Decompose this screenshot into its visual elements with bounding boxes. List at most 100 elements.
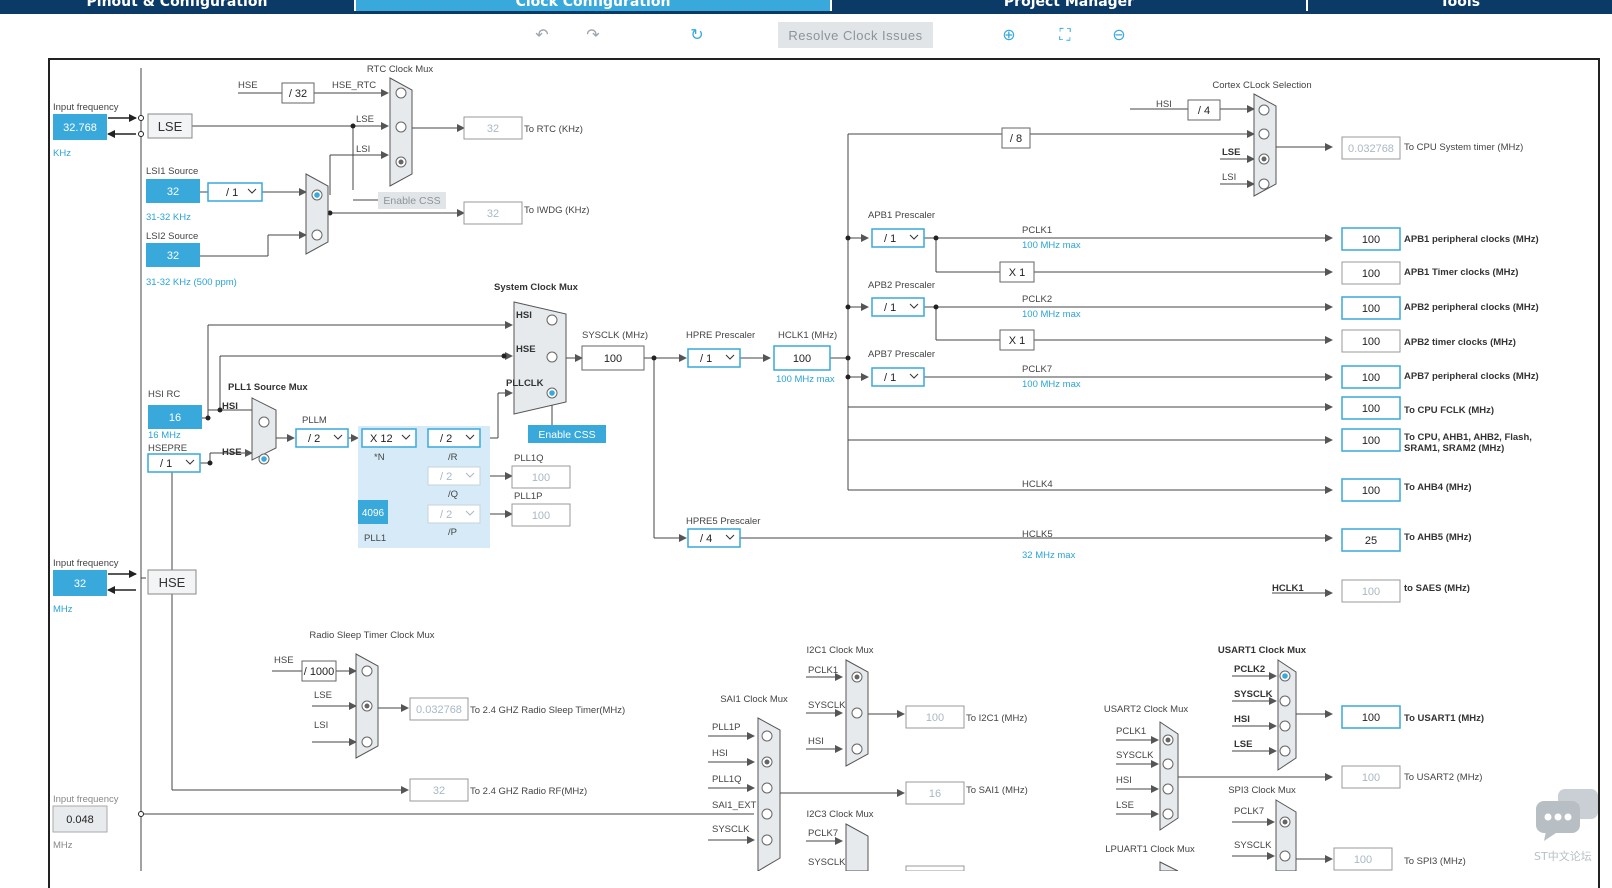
svg-text:/ 2: / 2	[308, 433, 320, 445]
cortex-clock-mux[interactable]	[1253, 93, 1277, 197]
svg-text:HSE: HSE	[274, 655, 294, 666]
chat-bubble-icon[interactable]	[1530, 785, 1602, 855]
input-blocks: 32.768 32 0.048 32 32 16 4096	[52, 114, 388, 833]
lpuart1-clock-mux[interactable]	[1159, 861, 1179, 871]
pll1-source-mux[interactable]	[251, 397, 277, 461]
svg-text:/P: /P	[448, 527, 457, 538]
svg-text:LSI: LSI	[1222, 172, 1236, 183]
svg-text:100 MHz max: 100 MHz max	[1022, 309, 1081, 320]
zoom-out-icon[interactable]: ⊖	[1112, 25, 1126, 44]
svg-text:SRAM1, SRAM2 (MHz): SRAM1, SRAM2 (MHz)	[1404, 443, 1504, 454]
svg-text:APB1 Timer clocks (MHz): APB1 Timer clocks (MHz)	[1404, 267, 1518, 278]
svg-text:MHz: MHz	[53, 604, 73, 615]
svg-text:LSI1 Source: LSI1 Source	[146, 166, 198, 177]
svg-text:SYSCLK (MHz): SYSCLK (MHz)	[582, 330, 648, 341]
lsi1-source-value[interactable]	[146, 179, 200, 203]
usart1-clock-mux[interactable]	[1277, 659, 1297, 771]
svg-text:PLLM: PLLM	[302, 415, 327, 426]
tab-tools[interactable]: Tools	[1439, 0, 1481, 10]
i2c3-clock-mux[interactable]	[845, 823, 869, 871]
sys-enable-css-button[interactable]	[528, 425, 606, 443]
svg-text:/ 8: / 8	[1010, 133, 1022, 145]
svg-text:100 MHz max: 100 MHz max	[1022, 379, 1081, 390]
prescaler-dropdowns[interactable]: / 1 / 1 / 2 X 12 / 2 / 2 / 2 / 1 / 4 / 1…	[147, 182, 925, 548]
svg-text:USART2 Clock Mux: USART2 Clock Mux	[1104, 704, 1189, 715]
svg-text:100: 100	[604, 353, 622, 365]
svg-text:To USART2 (MHz): To USART2 (MHz)	[1404, 772, 1482, 783]
refresh-icon[interactable]: ↻	[690, 25, 704, 44]
svg-text:To AHB4 (MHz): To AHB4 (MHz)	[1404, 482, 1472, 493]
lsi-source-mux[interactable]	[305, 173, 329, 255]
svg-text:100: 100	[1362, 303, 1380, 315]
svg-text:LSE: LSE	[158, 119, 183, 134]
oscillator-labels: LSE HSE	[147, 113, 197, 595]
svg-text:To USART1 (MHz): To USART1 (MHz)	[1404, 713, 1484, 724]
svg-text:PLL1P: PLL1P	[712, 722, 741, 733]
tab-clock-configuration[interactable]: Clock Configuration	[356, 0, 832, 11]
svg-text:32: 32	[167, 186, 179, 198]
undo-icon[interactable]: ↶	[535, 25, 549, 44]
svg-text:HSE: HSE	[222, 447, 242, 458]
pll1-fraction-value[interactable]	[358, 500, 388, 524]
svg-text:16 MHz: 16 MHz	[148, 430, 181, 441]
svg-text:100 MHz max: 100 MHz max	[1022, 240, 1081, 251]
svg-text:100: 100	[532, 472, 550, 484]
svg-text:32.768: 32.768	[63, 122, 97, 134]
svg-text:32: 32	[167, 250, 179, 262]
resolve-clock-issues-button[interactable]: Resolve Clock Issues	[778, 22, 933, 48]
hclk1-value[interactable]	[773, 345, 831, 371]
svg-text:APB2 Prescaler: APB2 Prescaler	[868, 280, 935, 291]
svg-text:HSI: HSI	[808, 736, 824, 747]
svg-text:HCLK4: HCLK4	[1022, 479, 1053, 490]
svg-text:HSI: HSI	[1116, 775, 1132, 786]
svg-text:/ 1: / 1	[226, 187, 238, 199]
lse-input-frequency[interactable]	[53, 114, 107, 140]
svg-text:Cortex CLock Selection: Cortex CLock Selection	[1212, 80, 1311, 91]
svg-text:to SAES (MHz): to SAES (MHz)	[1404, 583, 1470, 594]
svg-text:100: 100	[926, 712, 944, 724]
diagram-labels: Input frequency KHz Input frequency MHz …	[53, 64, 1539, 868]
system-clock-mux[interactable]	[513, 301, 567, 415]
svg-text:APB1 Prescaler: APB1 Prescaler	[868, 210, 935, 221]
svg-text:LSI: LSI	[356, 144, 370, 155]
svg-text:16: 16	[169, 412, 181, 424]
svg-text:HSI: HSI	[1156, 99, 1172, 110]
svg-text:/ 1: / 1	[884, 302, 896, 314]
svg-text:Input frequency: Input frequency	[53, 558, 119, 569]
hse-input-frequency[interactable]	[53, 570, 107, 596]
svg-text:To IWDG (KHz): To IWDG (KHz)	[524, 205, 589, 216]
usart2-clock-mux[interactable]	[1159, 721, 1179, 831]
tab-project-manager[interactable]: Project Manager	[832, 0, 1308, 11]
svg-text:100: 100	[1362, 234, 1380, 246]
ext-input-frequency[interactable]	[52, 805, 108, 833]
redo-icon[interactable]: ↷	[586, 25, 600, 44]
svg-text:I2C3 Clock Mux: I2C3 Clock Mux	[806, 809, 873, 820]
svg-text:APB2 peripheral clocks (MHz): APB2 peripheral clocks (MHz)	[1404, 302, 1539, 313]
tab-pinout[interactable]: Pinout & Configuration	[0, 0, 356, 11]
svg-text:To CPU FCLK (MHz): To CPU FCLK (MHz)	[1404, 405, 1494, 416]
svg-text:0.032768: 0.032768	[1348, 143, 1394, 155]
zoom-in-icon[interactable]: ⊕	[1002, 25, 1016, 44]
svg-text:0.032768: 0.032768	[416, 704, 462, 716]
svg-text:100: 100	[1362, 712, 1380, 724]
svg-text:PCLK7: PCLK7	[808, 828, 838, 839]
mux-selected-dots	[261, 156, 1288, 825]
svg-text:Enable CSS: Enable CSS	[383, 195, 440, 207]
svg-text:100: 100	[1362, 268, 1380, 280]
sai1-clock-mux[interactable]	[757, 717, 781, 871]
svg-text:100: 100	[1362, 403, 1380, 415]
svg-text:100: 100	[1362, 336, 1380, 348]
svg-text:SYSCLK: SYSCLK	[1234, 840, 1272, 851]
svg-text:SYSCLK: SYSCLK	[1116, 750, 1154, 761]
svg-text:HPRE5 Prescaler: HPRE5 Prescaler	[686, 516, 760, 527]
muxes	[251, 77, 1297, 871]
fit-screen-icon[interactable]: ⛶	[1059, 25, 1071, 44]
rtc-enable-css-button[interactable]	[378, 192, 446, 209]
svg-text:31-32 KHz (500 ppm): 31-32 KHz (500 ppm)	[146, 277, 237, 288]
svg-text:SPI3 Clock Mux: SPI3 Clock Mux	[1228, 785, 1296, 796]
svg-text:APB7 peripheral clocks (MHz): APB7 peripheral clocks (MHz)	[1404, 371, 1539, 382]
lsi2-source-value[interactable]	[146, 243, 200, 267]
svg-text:16: 16	[929, 788, 941, 800]
hsi-rc-value[interactable]	[148, 405, 202, 429]
svg-text:/ 2: / 2	[440, 433, 452, 445]
